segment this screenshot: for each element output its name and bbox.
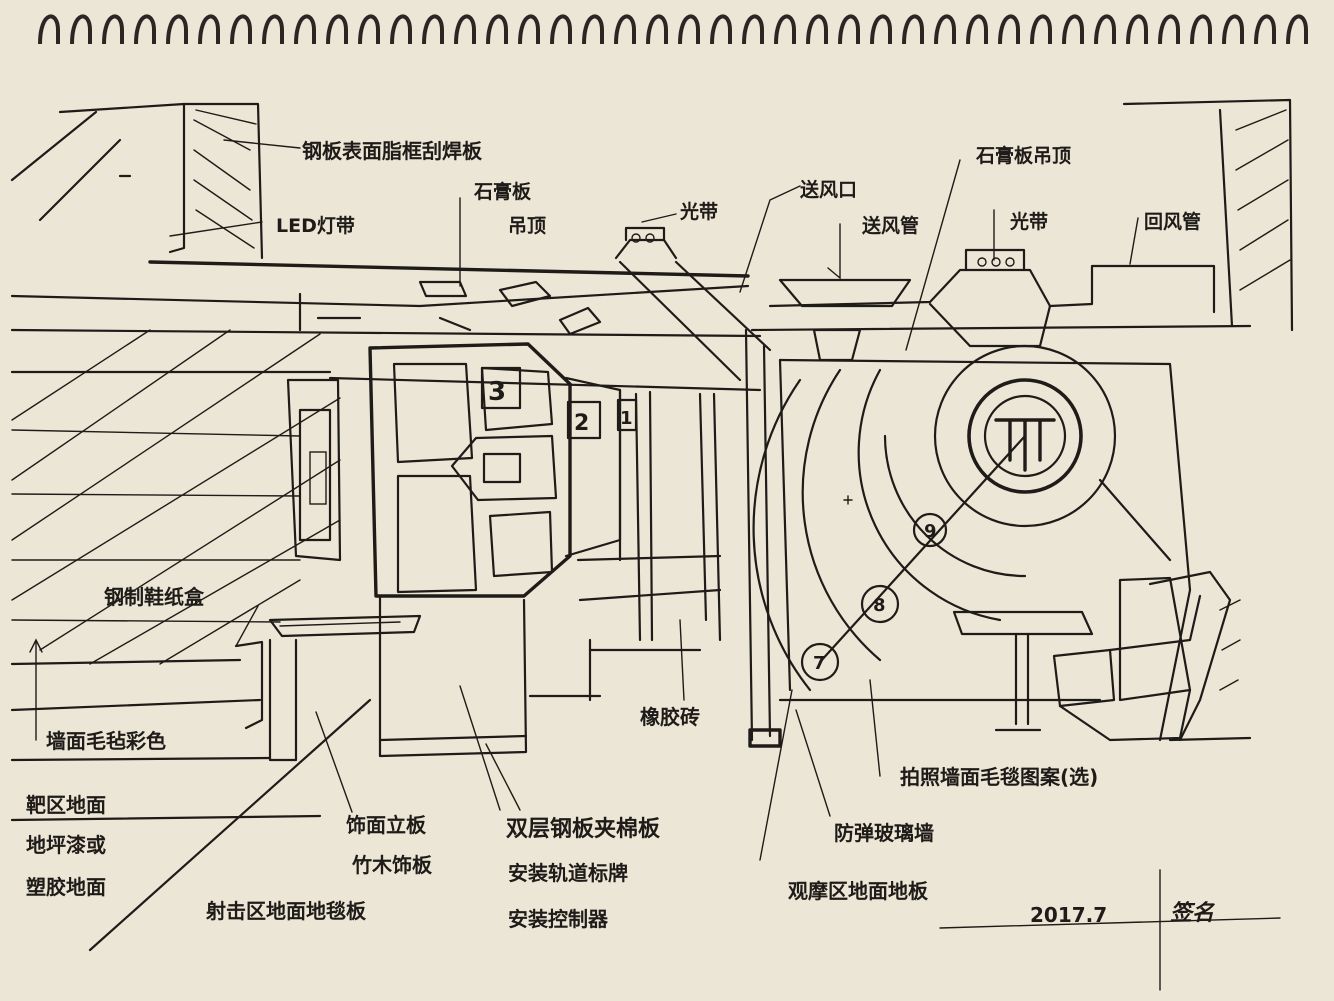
spiral-loop [806,14,828,45]
observation-wall [752,344,1192,742]
label-gypsum-ceiling-right: 石膏板吊顶 [975,144,1071,167]
label-supply-vent: 送风口 [800,178,857,201]
spiral-loop [774,14,796,45]
label-gypsum-ceiling-line2: 吊顶 [508,215,546,237]
spiral-loop [166,14,188,45]
spiral-loop [1254,14,1276,45]
spiral-loop [838,14,860,45]
label-wall-painting: 拍照墙面毛毯图案(选) [900,765,1098,789]
spiral-loop [102,14,124,45]
spiral-loop [1222,14,1244,45]
label-observation-floor: 观摩区地面地板 [788,879,929,903]
spiral-loop [198,14,220,45]
spiral-loop [870,14,892,45]
label-floor-line3: 塑胶地面 [26,875,106,899]
label-wall-coating-left: 墙面毛毡彩色 [46,729,166,753]
spiral-loop [38,14,60,45]
lane-number-3: 3 [488,377,506,407]
label-double-steel-line3: 安装控制器 [508,907,609,931]
spiral-loop [230,14,252,45]
spiral-loop [582,14,604,45]
label-bulletproof-glass: 防弹玻璃墙 [834,821,934,845]
spiral-binding [38,14,1308,45]
paper-sheet [0,34,1334,1001]
label-shooting-floor: 射击区地面地毯板 [205,899,367,923]
target-panel [368,342,638,758]
label-double-steel-line1: 双层钢板夹棉板 [506,816,661,842]
label-steel-plate-surface: 钢板表面脂框刮焊板 [302,139,483,163]
spiral-loop [454,14,476,45]
lane-number-2: 2 [574,411,589,436]
leader-lines [169,139,1281,991]
label-veneer-panel-line2: 竹木饰板 [351,853,433,877]
label-floor-line2: 地坪漆或 [26,833,106,857]
spiral-loop [1158,14,1180,45]
spiral-loop [742,14,764,45]
label-light-strip-1: 光带 [679,200,718,223]
label-rubber-tile: 橡胶砖 [640,705,700,729]
label-date: 2017.7 [1030,903,1107,927]
left-wall-grid [10,329,372,952]
label-light-strip-2: 光带 [1009,210,1048,233]
ceiling-right-corner [750,98,1294,362]
spiral-loop [518,14,540,45]
ceiling-left-corner [10,102,750,308]
spiral-loop [486,14,508,45]
spiral-loop [1190,14,1212,45]
spiral-loop [550,14,572,45]
label-signature: 签名 [1170,900,1216,926]
target-number-8: 8 [873,595,886,616]
label-double-steel-line2: 安装轨道标牌 [508,861,628,885]
spiral-loop [70,14,92,45]
ceiling-center [10,226,772,392]
spiral-loop [1286,14,1308,45]
spiral-loop [1030,14,1052,45]
lane-booth-left [234,378,422,762]
spiral-loop [1062,14,1084,45]
target-number-7: 7 [813,653,826,674]
spiral-loop [934,14,956,45]
label-led-strip: LED灯带 [276,215,355,237]
spiral-loop [390,14,412,45]
label-supply-duct: 送风管 [862,214,919,237]
spiral-loop [326,14,348,45]
label-steel-box: 钢制鞋纸盒 [104,585,205,609]
spiral-loop [422,14,444,45]
spiral-loop [134,14,156,45]
label-gypsum-ceiling: 石膏板 [473,180,532,203]
spiral-loop [998,14,1020,45]
label-return-duct: 回风管 [1144,210,1201,233]
spiral-loop [358,14,380,45]
spiral-loop [902,14,924,45]
spiral-loop [294,14,316,45]
label-veneer-panel-line1: 饰面立板 [346,813,427,837]
spiral-loop [262,14,284,45]
lane-rails [528,328,782,748]
spiral-loop [1126,14,1148,45]
lane-number-1: 1 [620,408,633,429]
table-and-sofa [952,570,1252,742]
target-number-9: 9 [924,521,937,542]
spiral-loop [1094,14,1116,45]
spiral-loop [966,14,988,45]
spiral-loop [710,14,732,45]
label-floor-line1: 靶区地面 [26,793,106,817]
spiral-loop [614,14,636,45]
spiral-loop [646,14,668,45]
spiral-loop [678,14,700,45]
